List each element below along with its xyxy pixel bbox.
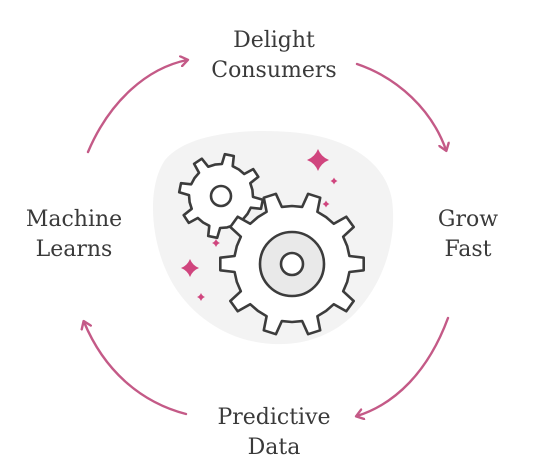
- stage-delight-consumers: Delight Consumers: [174, 26, 374, 86]
- stage-label-line1: Predictive: [217, 405, 331, 430]
- stage-predictive-data: Predictive Data: [174, 403, 374, 463]
- sparkle-group: [181, 149, 338, 301]
- stage-machine-learns: Machine Learns: [14, 205, 134, 265]
- stage-label-line2: Data: [247, 435, 301, 460]
- stage-label-line2: Fast: [444, 237, 492, 262]
- arrow-right-to-bottom: [357, 316, 450, 416]
- sparkle-icon: [197, 293, 205, 301]
- sparkle-icon: [322, 200, 330, 208]
- stage-label-line1: Grow: [437, 207, 499, 232]
- stage-label-line2: Consumers: [211, 58, 337, 83]
- sparkle-icon: [181, 259, 199, 277]
- small-gear-icon: [177, 152, 265, 240]
- arrow-left-to-top: [86, 60, 187, 154]
- sparkle-icon: [330, 177, 338, 185]
- stage-label-line2: Learns: [35, 237, 113, 262]
- arrow-bottom-to-left: [84, 322, 188, 416]
- large-gear-icon: [219, 192, 365, 336]
- arrow-top-to-right: [355, 62, 446, 150]
- sparkle-icon: [212, 239, 220, 247]
- sparkle-icon: [307, 149, 329, 171]
- stage-label-line1: Machine: [25, 207, 123, 232]
- stage-grow-fast: Grow Fast: [418, 205, 518, 265]
- stage-label-line1: Delight: [233, 28, 315, 53]
